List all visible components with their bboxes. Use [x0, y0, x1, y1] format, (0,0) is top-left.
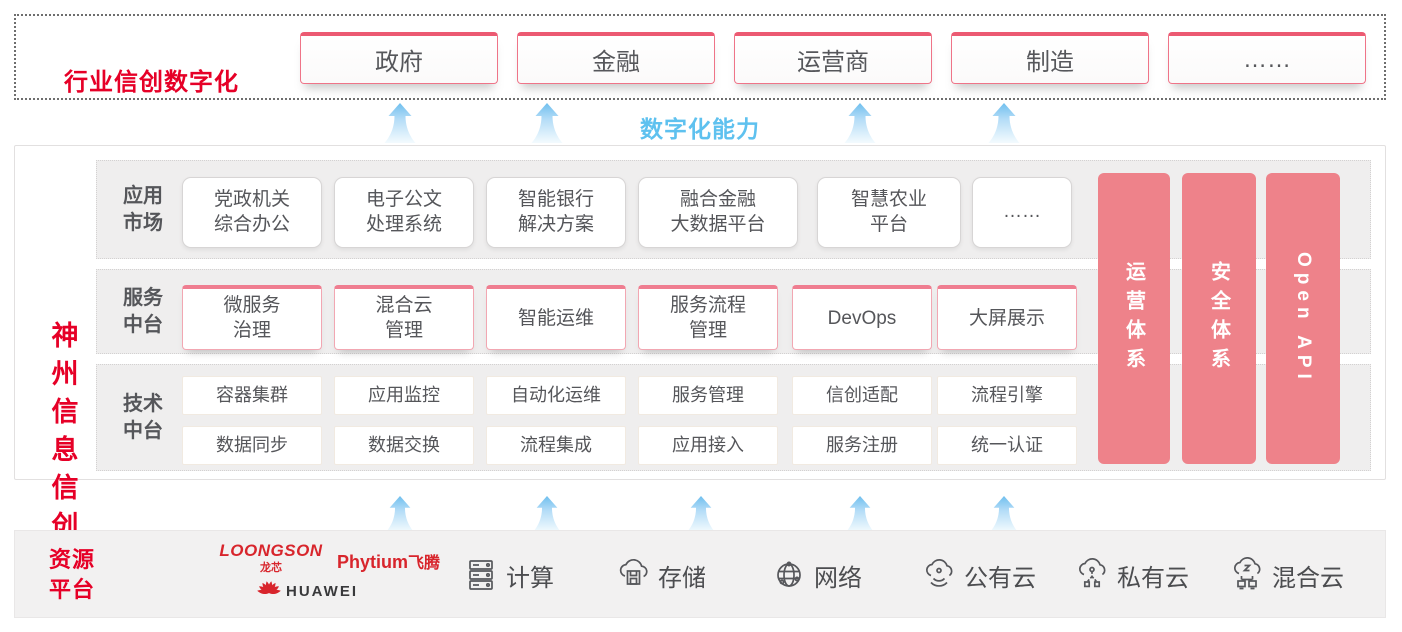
service-card: 微服务 治理 — [182, 285, 322, 350]
tech-card: 服务注册 — [792, 426, 932, 465]
up-arrow-icon — [844, 103, 876, 143]
tech-card: 数据交换 — [334, 426, 474, 465]
tech-card: 数据同步 — [182, 426, 322, 465]
side-bar-open-api-label: Open API — [1293, 252, 1314, 385]
resource-item-storage: 存储 — [615, 557, 706, 593]
industry-box-manufacturing: 制造 — [951, 32, 1149, 84]
resource-label: 资源 平台 — [49, 547, 96, 602]
resource-panel: 资源 平台 LOONGSON 龙芯 Phytium飞腾 HU — [14, 530, 1386, 618]
side-bar-operation-label: 运营体系 — [1122, 260, 1145, 377]
industry-banner: 行业信创数字化 — [14, 14, 1386, 100]
service-band: 服务 中台 微服务 治理 混合云 管理 智能运维 服务流程 管理 DevOps … — [96, 269, 1371, 354]
service-label: 服务 中台 — [123, 286, 163, 336]
compute-server-icon — [469, 560, 493, 590]
storage-cloud-icon — [619, 558, 648, 585]
loongson-logo: LOONGSON 龙芯 — [211, 541, 331, 575]
huawei-flower-icon — [257, 581, 281, 595]
tech-card: 服务管理 — [638, 376, 778, 415]
tech-card: 应用监控 — [334, 376, 474, 415]
resource-item-private-cloud: 私有云 — [1074, 557, 1189, 593]
up-arrow-icon — [846, 496, 874, 532]
tech-card: 应用接入 — [638, 426, 778, 465]
resource-item-label: 计算 — [506, 564, 554, 592]
huawei-logo: HUAWEI — [257, 579, 358, 603]
loongson-cn: 龙芯 — [260, 562, 282, 574]
resource-item-network: 网络 — [771, 557, 862, 593]
tech-card: 流程集成 — [486, 426, 626, 465]
resource-item-hybrid-cloud: 混合云 — [1229, 557, 1344, 593]
up-arrow-icon — [384, 103, 416, 143]
app-card: 党政机关 综合办公 — [182, 177, 322, 248]
tech-card: 流程引擎 — [937, 376, 1077, 415]
resource-item-label: 公有云 — [964, 564, 1036, 592]
platform-box: 神州信息信创云 应用 市场 党政机关 综合办公 电子公文 处理系统 智能银行 解… — [14, 145, 1386, 587]
up-arrow-icon — [687, 496, 715, 532]
capability-label: 数字化能力 — [640, 116, 760, 142]
resource-item-label: 网络 — [814, 564, 862, 592]
app-market-band: 应用 市场 党政机关 综合办公 电子公文 处理系统 智能银行 解决方案 融合金融… — [96, 160, 1371, 259]
network-globe-icon — [777, 561, 801, 587]
phytium-wordmark: Phytium — [337, 552, 409, 572]
tech-card: 信创适配 — [792, 376, 932, 415]
phytium-cn: 飞腾 — [408, 555, 441, 572]
app-card: 电子公文 处理系统 — [334, 177, 474, 248]
app-card: 融合金融 大数据平台 — [638, 177, 798, 248]
service-card: 混合云 管理 — [334, 285, 474, 350]
up-arrow-icon — [990, 496, 1018, 532]
tech-card: 自动化运维 — [486, 376, 626, 415]
public-cloud-icon — [925, 559, 953, 587]
service-card: 大屏展示 — [937, 285, 1077, 350]
industry-box-more: …… — [1168, 32, 1366, 84]
industry-box-finance: 金融 — [517, 32, 715, 84]
app-market-label: 应用 市场 — [123, 184, 163, 234]
tech-card: 容器集群 — [182, 376, 322, 415]
loongson-wordmark: LOONGSON — [219, 541, 323, 560]
side-bar-security: 安全体系 — [1182, 173, 1256, 464]
huawei-wordmark: HUAWEI — [286, 582, 358, 600]
side-bar-operation: 运营体系 — [1098, 173, 1170, 464]
resource-item-label: 存储 — [658, 564, 706, 592]
tech-label: 技术 中台 — [123, 392, 163, 442]
resource-item-label: 混合云 — [1272, 564, 1344, 592]
up-arrow-icon — [531, 103, 563, 143]
industry-box-government: 政府 — [300, 32, 498, 84]
side-bar-security-label: 安全体系 — [1207, 260, 1230, 377]
service-card: 智能运维 — [486, 285, 626, 350]
resource-item-public-cloud: 公有云 — [921, 557, 1036, 593]
hybrid-cloud-icon — [1233, 557, 1261, 590]
private-cloud-icon — [1078, 558, 1106, 588]
banner-title: 行业信创数字化 — [64, 69, 239, 96]
resource-item-compute: 计算 — [463, 557, 554, 593]
resource-item-label: 私有云 — [1117, 564, 1189, 592]
service-card: DevOps — [792, 285, 932, 350]
app-card: 智能银行 解决方案 — [486, 177, 626, 248]
up-arrow-icon — [386, 496, 414, 532]
app-card-more: …… — [972, 177, 1072, 248]
phytium-logo: Phytium飞腾 — [337, 549, 440, 573]
tech-band: 技术 中台 容器集群 应用监控 自动化运维 服务管理 信创适配 流程引擎 数据同… — [96, 364, 1371, 471]
app-card: 智慧农业 平台 — [817, 177, 961, 248]
industry-box-operator: 运营商 — [734, 32, 932, 84]
up-arrow-icon — [988, 103, 1020, 143]
up-arrow-icon — [533, 496, 561, 532]
side-bar-open-api: Open API — [1266, 173, 1340, 464]
tech-card: 统一认证 — [937, 426, 1077, 465]
service-card: 服务流程 管理 — [638, 285, 778, 350]
